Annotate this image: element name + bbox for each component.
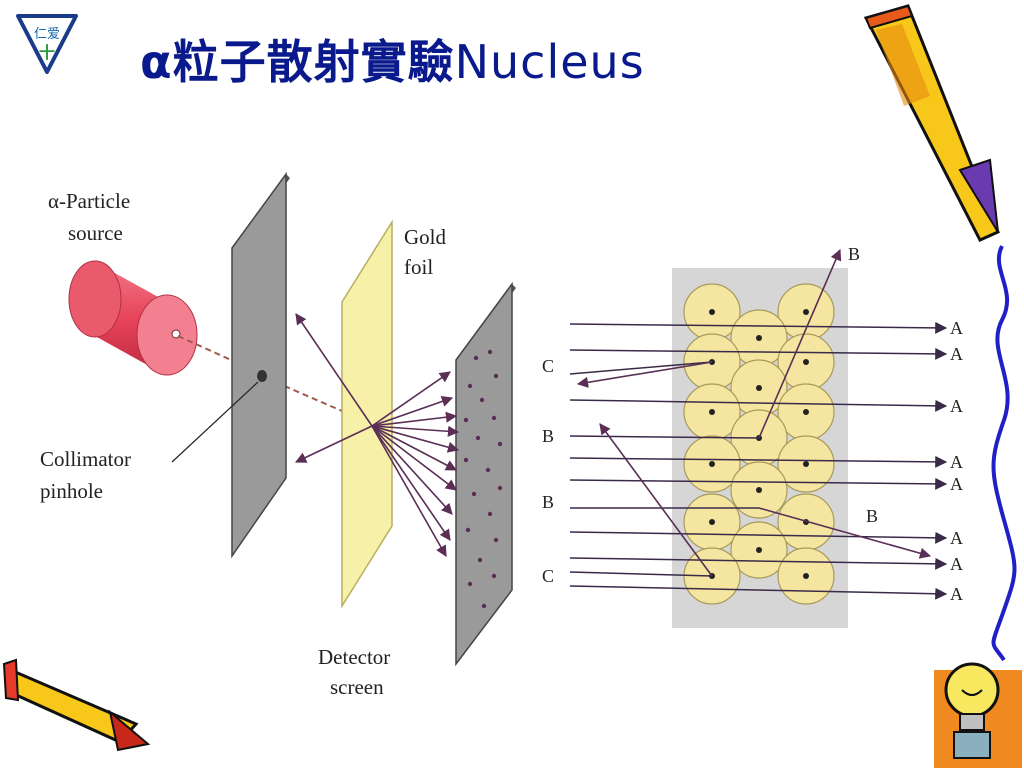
scattered-rays	[294, 313, 460, 557]
slide-title: α粒子散射實驗Nucleus	[140, 26, 645, 92]
pencil-icon	[863, 4, 1000, 242]
title-latin: Nucleus	[454, 35, 645, 89]
logo-text-top: 仁爱	[34, 27, 60, 42]
path-label-a: A	[950, 344, 963, 364]
path-label-b: B	[542, 492, 554, 512]
path-label-b-mid: B	[866, 506, 878, 526]
path-label-a: A	[950, 396, 963, 416]
pinhole-label-line1: Collimator	[40, 447, 131, 471]
path-label-c: C	[542, 566, 554, 586]
wavy-border-line	[991, 245, 1017, 662]
collimator-plate	[231, 171, 290, 559]
gold-atoms	[683, 283, 835, 605]
pinhole-label-line2: pinhole	[40, 479, 103, 503]
undeflected-paths	[569, 321, 948, 600]
path-label-a: A	[950, 318, 963, 338]
incoming-paths	[569, 361, 760, 577]
path-label-a: A	[950, 554, 963, 574]
path-label-a: A	[950, 452, 963, 472]
path-label-a: A	[950, 474, 963, 494]
detector-screen	[455, 281, 516, 667]
path-label-c: C	[542, 356, 554, 376]
screen-label-line2: screen	[330, 675, 384, 699]
source-label-line1: α-Particle	[48, 189, 130, 213]
logo-text-bottom: 十	[39, 43, 55, 62]
pencil-icon	[2, 658, 151, 752]
pinhole-pointer-line	[171, 381, 259, 463]
path-label-a: A	[950, 528, 963, 548]
path-label-a: A	[950, 584, 963, 604]
screen-label-line1: Detector	[318, 645, 390, 669]
source-label-line2: source	[68, 221, 123, 245]
foil-label-line2: foil	[404, 255, 433, 279]
lightbulb-icon	[934, 662, 1022, 768]
alpha-beam-line	[177, 335, 263, 375]
school-logo: 仁爱 十	[4, 4, 88, 86]
gold-foil	[341, 219, 393, 609]
deflected-paths	[576, 248, 932, 577]
path-label-b: B	[542, 426, 554, 446]
path-label-b-top: B	[848, 244, 860, 264]
title-cjk: α粒子散射實驗	[140, 35, 455, 89]
alpha-particle-source	[68, 260, 198, 376]
foil-label-line1: Gold	[404, 225, 447, 249]
